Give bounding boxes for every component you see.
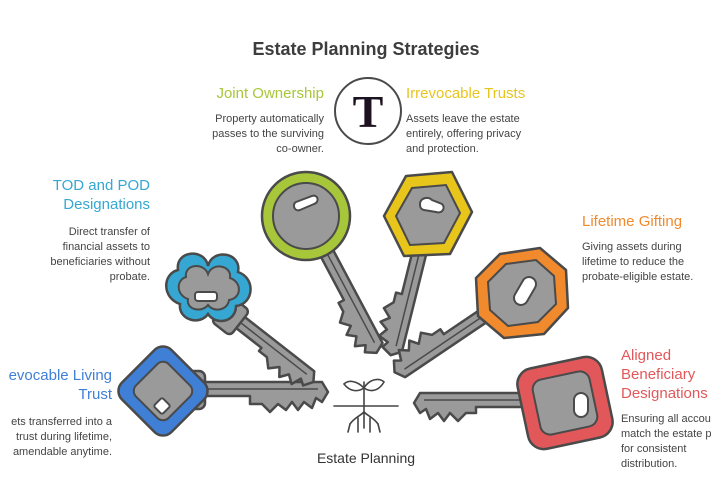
- description-line: ets transferred into a: [11, 416, 112, 428]
- description-line: Direct transfer of: [68, 226, 150, 238]
- key-tod-pod-designations: [165, 252, 316, 387]
- strategy-irrevocable-trusts: Irrevocable Trusts Assets leave the esta…: [406, 84, 586, 157]
- strategy-revocable-living-trust: evocable Living Trust ets transferred in…: [0, 366, 112, 460]
- logo-badge: T: [334, 77, 402, 145]
- sprout-icon: [333, 378, 399, 433]
- strategy-heading: TOD and POD Designations: [0, 176, 150, 214]
- strategy-heading: evocable Living Trust: [0, 366, 112, 404]
- key-revocable-living-trust: [117, 345, 330, 437]
- strategy-description: Giving assets during lifetime to reduce …: [582, 240, 720, 285]
- strategy-lifetime-gifting: Lifetime Gifting Giving assets during li…: [582, 212, 720, 285]
- strategy-description: ets transferred into a trust during life…: [0, 415, 112, 460]
- strategy-description: Ensuring all accou match the estate p fo…: [621, 412, 720, 472]
- description-line: Ensuring all accou: [621, 413, 711, 425]
- strategy-tod-pod-designations: TOD and POD Designations Direct transfer…: [0, 176, 150, 285]
- diagram-title: Estate Planning Strategies: [252, 39, 480, 59]
- description-line: Assets leave the estate: [406, 113, 520, 125]
- strategy-description: Assets leave the estate entirely, offeri…: [406, 112, 586, 157]
- strategy-aligned-beneficiary-designations: Aligned Beneficiary Designations Ensurin…: [621, 346, 720, 472]
- description-line: lifetime to reduce the: [582, 256, 685, 268]
- heading-line: TOD and POD: [52, 177, 150, 194]
- description-line: trust during lifetime,: [16, 431, 112, 443]
- description-line: passes to the surviving: [212, 128, 324, 140]
- strategy-description: Property automatically passes to the sur…: [144, 112, 324, 157]
- description-line: amendable anytime.: [12, 446, 112, 458]
- description-line: entirely, offering privacy: [406, 128, 522, 140]
- key-joint-ownership: [260, 170, 384, 355]
- description-line: financial assets to: [62, 241, 150, 253]
- description-line: distribution.: [621, 458, 678, 470]
- logo-letter: T: [352, 86, 384, 137]
- heading-line: Aligned: [621, 347, 672, 364]
- description-line: probate.: [109, 271, 150, 283]
- description-line: Property automatically: [215, 113, 324, 125]
- strategy-heading: Aligned Beneficiary Designations: [621, 346, 720, 403]
- key-lifetime-gifting: [392, 246, 570, 379]
- strategy-joint-ownership: Joint Ownership Property automatically p…: [144, 84, 324, 157]
- description-line: co-owner.: [276, 143, 324, 155]
- key-irrevocable-trusts: [377, 170, 474, 357]
- description-line: for consistent: [621, 443, 687, 455]
- heading-line: Beneficiary: [621, 366, 696, 383]
- description-line: match the estate p: [621, 428, 712, 440]
- heading-line: Trust: [78, 386, 112, 403]
- key-aligned-beneficiary-designations: [412, 355, 614, 451]
- description-line: and protection.: [406, 143, 479, 155]
- strategy-description: Direct transfer of financial assets to b…: [0, 225, 150, 285]
- description-line: probate-eligible estate.: [582, 271, 694, 283]
- strategy-heading: Lifetime Gifting: [582, 213, 683, 230]
- heading-line: Designations: [63, 196, 150, 213]
- strategy-heading: Irrevocable Trusts: [406, 85, 526, 102]
- heading-line: Designations: [621, 385, 708, 402]
- description-line: beneficiaries without: [50, 256, 150, 268]
- strategy-heading: Joint Ownership: [216, 85, 324, 102]
- center-label: Estate Planning: [316, 450, 416, 466]
- description-line: Giving assets during: [582, 241, 682, 253]
- heading-line: evocable Living: [8, 367, 112, 384]
